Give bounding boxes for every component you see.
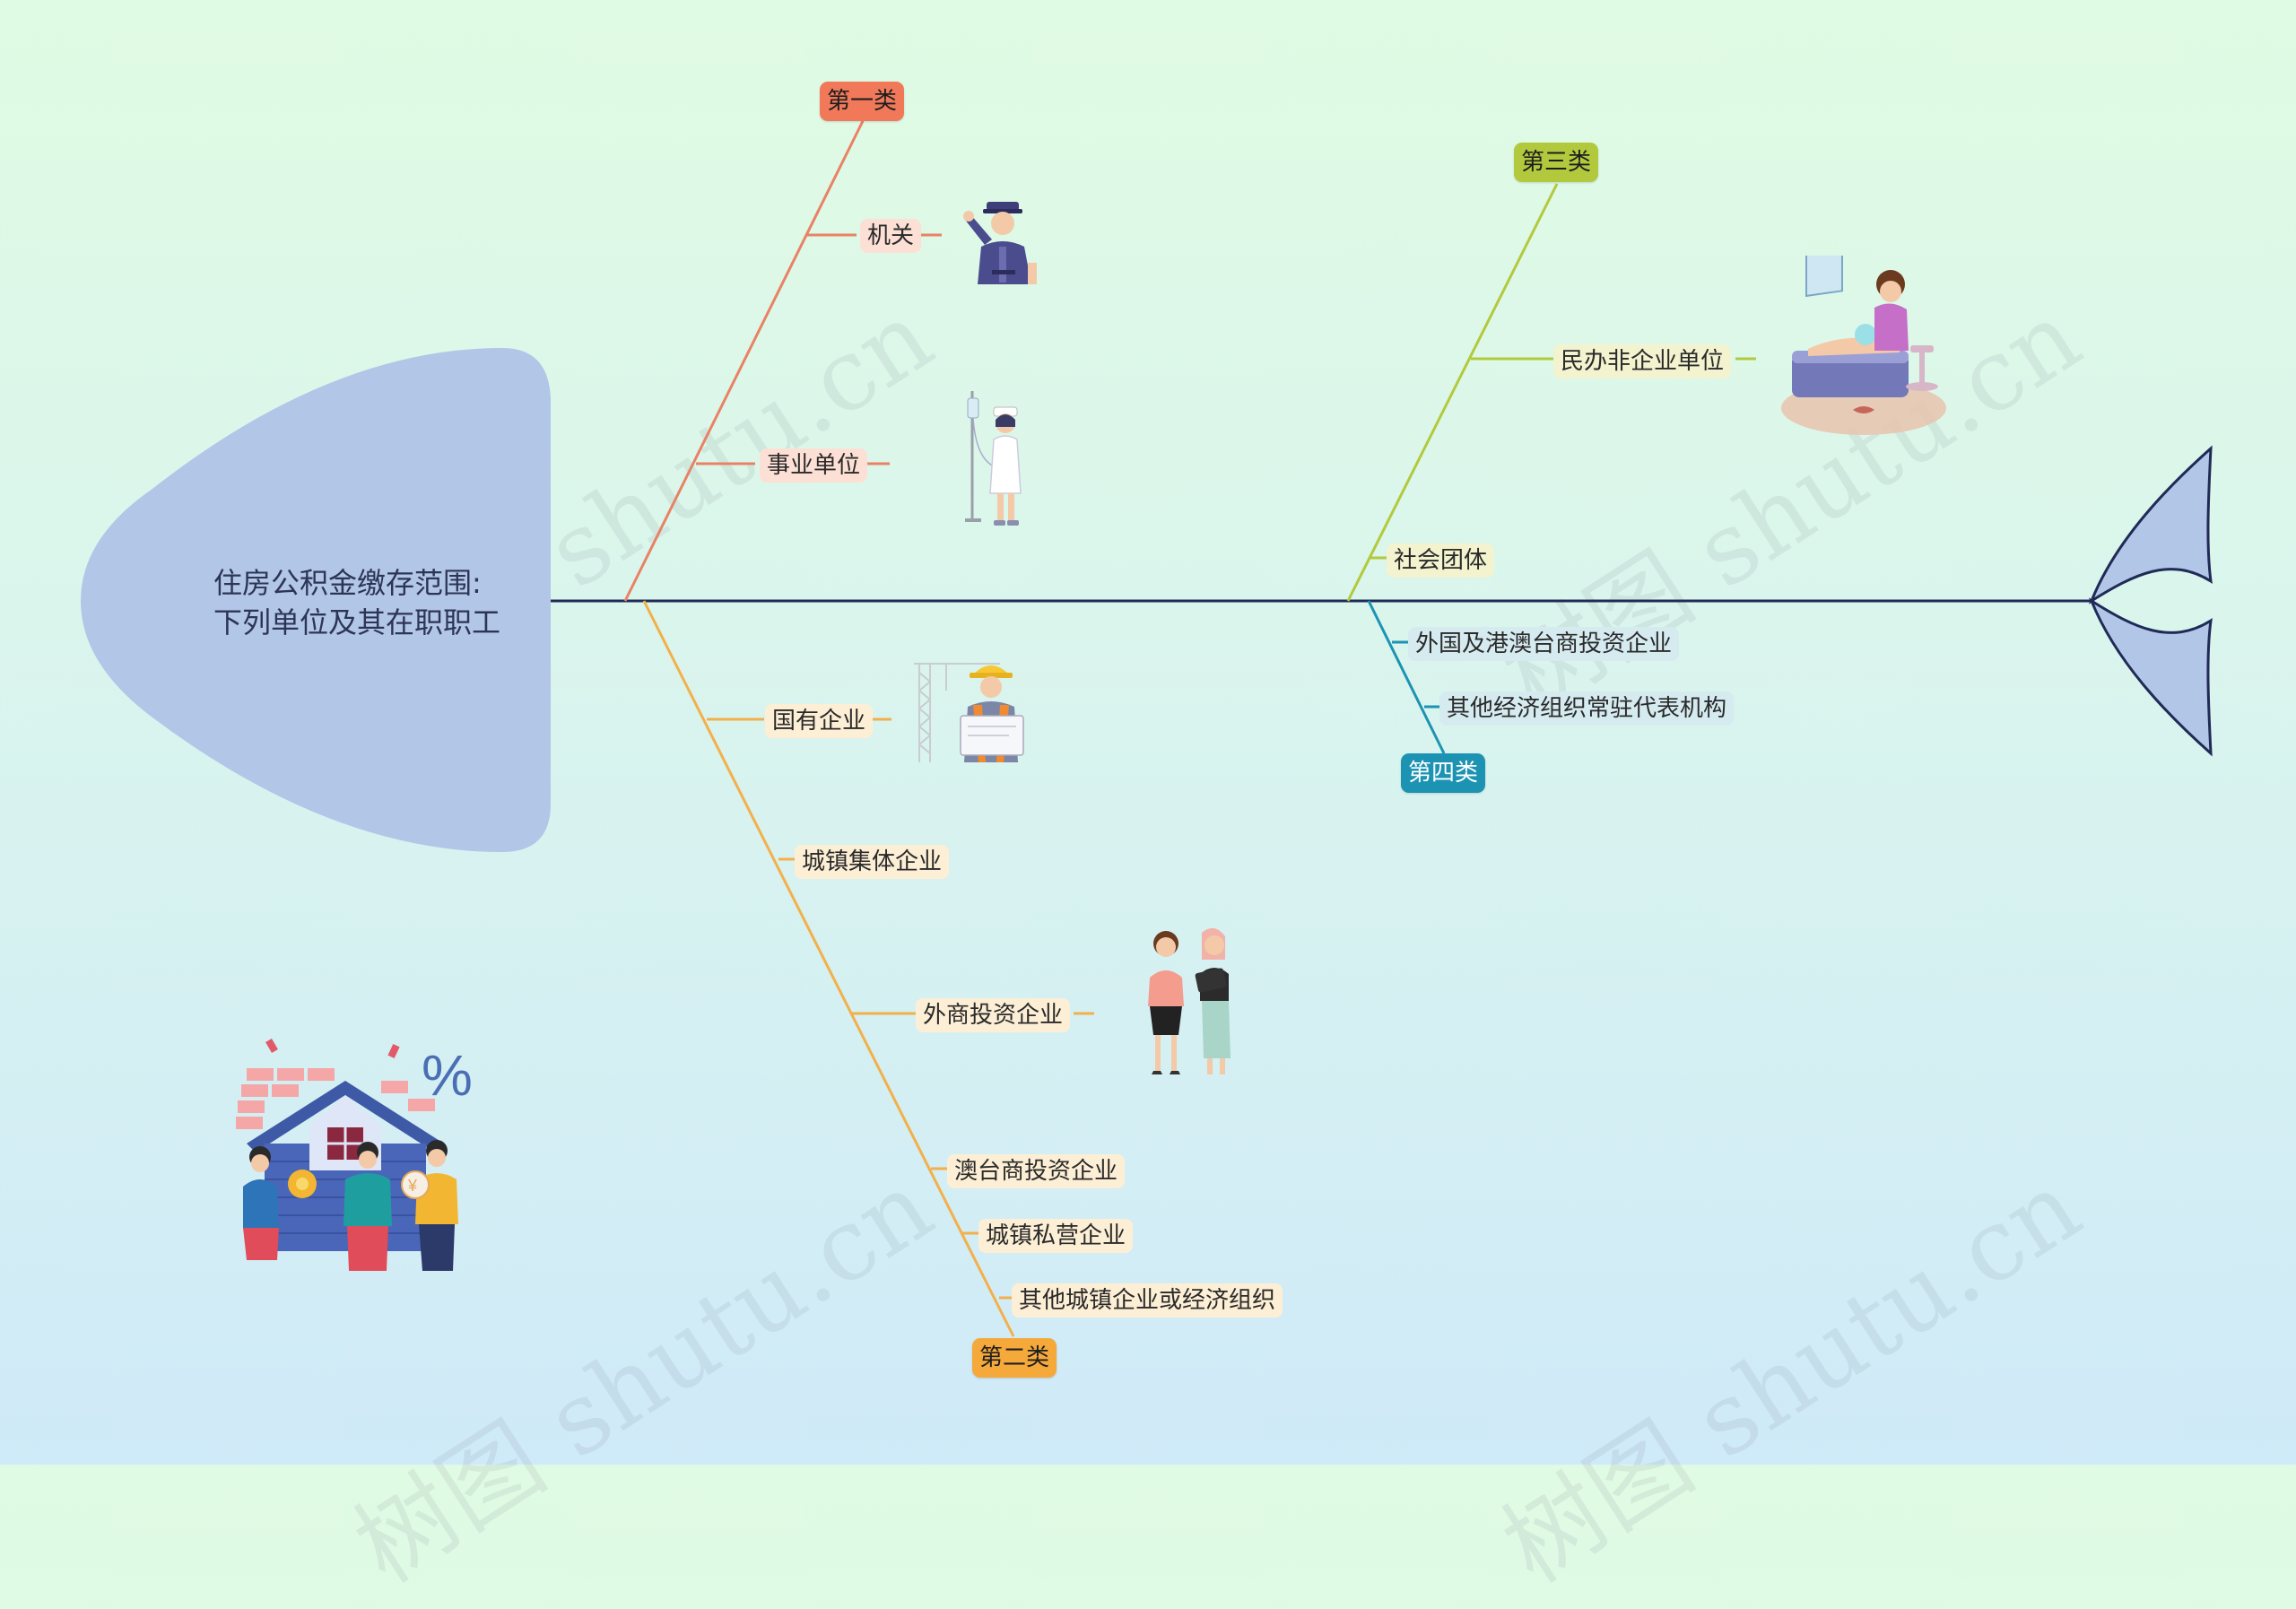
- fish-head: [81, 348, 551, 852]
- item-qita-jingji[interactable]: 其他经济组织常驻代表机构: [1439, 691, 1735, 726]
- category-4-label[interactable]: 第四类: [1401, 753, 1486, 793]
- fish-tail: [2088, 445, 2213, 604]
- item-waiguo[interactable]: 外国及港澳台商投资企业: [1408, 627, 1680, 661]
- svg-text:%: %: [422, 1043, 473, 1108]
- item-waishang[interactable]: 外商投资企业: [916, 998, 1071, 1032]
- branch-cat1: [623, 120, 942, 602]
- category-1-label[interactable]: 第一类: [820, 82, 905, 121]
- spa-massage-illustration: [1781, 256, 1946, 435]
- fish-tail: [2088, 597, 2213, 757]
- item-qita-chengzhen[interactable]: 其他城镇企业或经济组织: [1012, 1283, 1283, 1318]
- construction-engineer-illustration: [914, 663, 1024, 762]
- item-aotai[interactable]: 澳台商投资企业: [947, 1154, 1126, 1188]
- item-shehui[interactable]: 社会团体: [1387, 544, 1495, 578]
- category-2-label[interactable]: 第二类: [972, 1338, 1057, 1378]
- item-jiti[interactable]: 城镇集体企业: [795, 845, 950, 879]
- nurse-with-iv-illustration: [965, 391, 1022, 526]
- item-siying[interactable]: 城镇私营企业: [978, 1219, 1134, 1253]
- svg-text:¥: ¥: [407, 1177, 418, 1195]
- branch-cat3: [1346, 183, 1756, 602]
- item-minban[interactable]: 民办非企业单位: [1553, 344, 1732, 378]
- category-3-label[interactable]: 第三类: [1514, 143, 1599, 182]
- item-shiye[interactable]: 事业单位: [760, 448, 868, 483]
- two-businesswomen-illustration: [1148, 927, 1231, 1074]
- branch-cat2: [642, 600, 1094, 1337]
- branch-cat4: [1367, 600, 1446, 754]
- item-guoyou[interactable]: 国有企业: [765, 704, 874, 738]
- center-title-line2: 下列单位及其在职职工: [213, 605, 501, 639]
- fishbone-diagram: [81, 120, 2213, 1337]
- center-title-line1: 住房公积金缴存范围:: [213, 566, 482, 600]
- center-title: 住房公积金缴存范围: 下列单位及其在职职工: [213, 563, 500, 642]
- saluting-officer-illustration: [963, 202, 1037, 284]
- item-jiguan[interactable]: 机关: [860, 219, 922, 253]
- house-with-people-illustration: % ¥: [236, 1038, 473, 1271]
